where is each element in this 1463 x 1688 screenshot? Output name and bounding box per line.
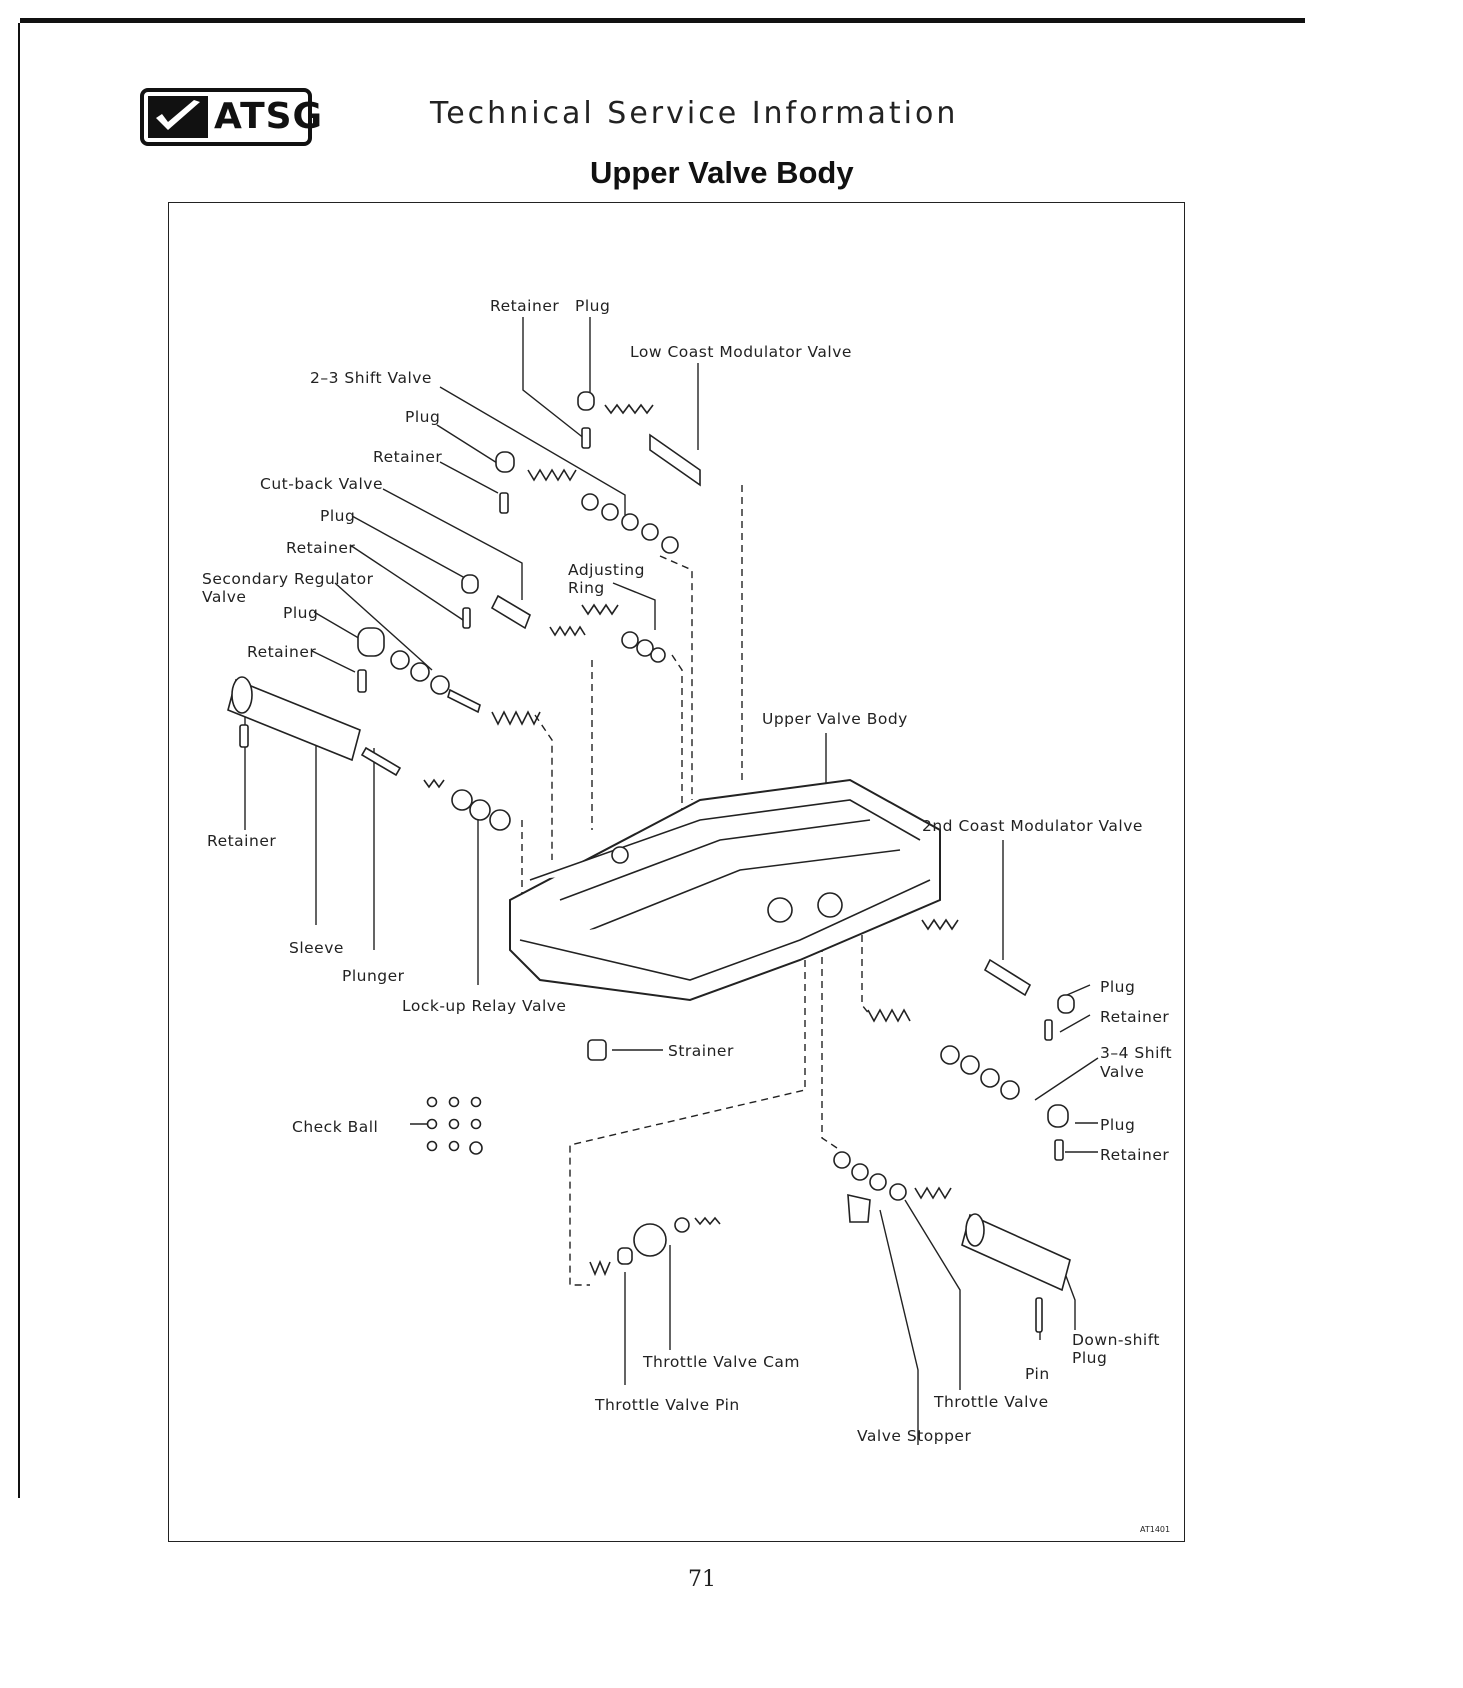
checkmark-logo-icon <box>148 96 208 138</box>
label-secondary-regulator-valve-line1: Secondary Regulator <box>202 570 374 588</box>
label-low-coast-modulator-valve: Low Coast Modulator Valve <box>630 343 852 361</box>
label-2nd-coast-modulator-valve: 2nd Coast Modulator Valve <box>922 817 1143 835</box>
label-retainer-right-1: Retainer <box>1100 1008 1169 1026</box>
label-down-shift-plug-line2: Plug <box>1072 1349 1107 1367</box>
atsg-logo: ATSG <box>140 88 322 146</box>
top-rule <box>20 18 1305 23</box>
label-plug-secondary: Plug <box>283 604 318 622</box>
label-3-4-shift-valve-line1: 3–4 Shift <box>1100 1044 1172 1062</box>
label-cut-back-valve: Cut-back Valve <box>260 475 383 493</box>
figure-code: AT1401 <box>1140 1525 1170 1534</box>
label-throttle-valve-pin: Throttle Valve Pin <box>594 1396 740 1414</box>
label-plug-top: Plug <box>575 297 610 315</box>
label-secondary-regulator-valve-line2: Valve <box>202 588 246 606</box>
label-pin: Pin <box>1025 1365 1050 1383</box>
logo-text: ATSG <box>214 96 324 137</box>
label-lock-up-relay-valve: Lock-up Relay Valve <box>402 997 566 1015</box>
label-plug-right-2: Plug <box>1100 1116 1135 1134</box>
label-plunger: Plunger <box>342 967 405 985</box>
label-valve-stopper: Valve Stopper <box>857 1427 971 1445</box>
left-rule <box>18 23 20 1498</box>
header-title: Technical Service Information <box>430 96 959 131</box>
label-retainer-right-2: Retainer <box>1100 1146 1169 1164</box>
label-retainer-cutback: Retainer <box>286 539 355 557</box>
page-title: Upper Valve Body <box>590 155 854 190</box>
label-plug-23: Plug <box>405 408 440 426</box>
label-check-ball: Check Ball <box>292 1118 378 1136</box>
label-retainer-left: Retainer <box>207 832 276 850</box>
label-upper-valve-body: Upper Valve Body <box>762 710 908 728</box>
label-adjusting-ring-line2: Ring <box>568 579 605 597</box>
diagram-frame <box>168 202 1185 1542</box>
label-retainer-top: Retainer <box>490 297 559 315</box>
label-throttle-valve: Throttle Valve <box>933 1393 1049 1411</box>
label-adjusting-ring-line1: Adjusting <box>568 561 645 579</box>
label-retainer-secondary: Retainer <box>247 643 316 661</box>
label-strainer: Strainer <box>668 1042 734 1060</box>
label-plug-cutback: Plug <box>320 507 355 525</box>
label-3-4-shift-valve-line2: Valve <box>1100 1063 1144 1081</box>
label-retainer-23: Retainer <box>373 448 442 466</box>
label-plug-right-1: Plug <box>1100 978 1135 996</box>
label-throttle-valve-cam: Throttle Valve Cam <box>642 1353 800 1371</box>
page-number: 71 <box>688 1567 716 1592</box>
label-down-shift-plug-line1: Down-shift <box>1072 1331 1160 1349</box>
label-2-3-shift-valve: 2–3 Shift Valve <box>310 369 432 387</box>
label-sleeve: Sleeve <box>289 939 344 957</box>
